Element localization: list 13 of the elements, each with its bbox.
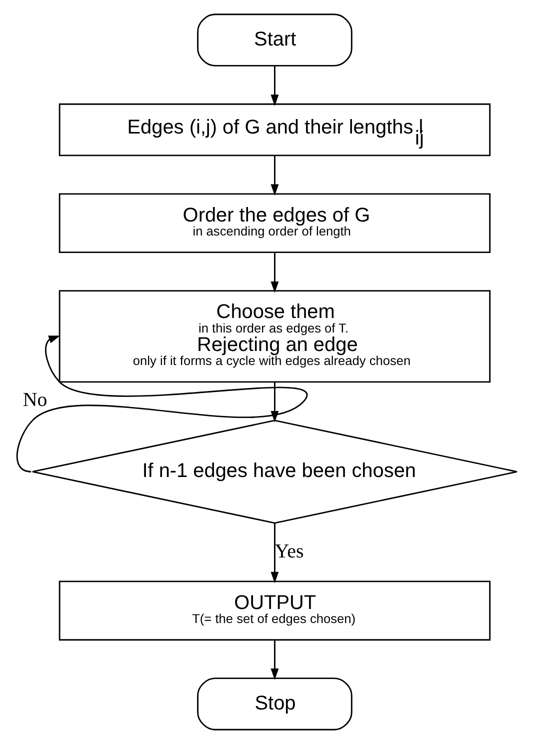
arrow	[16, 336, 306, 472]
edge-label: No	[22, 388, 47, 411]
node-diamond: If n-1 edges have been chosen	[31, 420, 518, 524]
node-box: Choose them in this order as edges of T. Rejecting an edge only if it forms a cycle with edges already chosen	[58, 290, 490, 383]
arrow	[270, 523, 278, 584]
node-box: Order the edges of G in ascending order of length	[58, 193, 490, 254]
arrow	[270, 252, 278, 293]
arrow	[270, 66, 278, 106]
node-box: Start	[196, 14, 352, 66]
arrow	[270, 155, 278, 196]
node-box: OUTPUT T(= the set of edges chosen)	[58, 580, 490, 641]
arrow	[270, 640, 278, 680]
node-box: Stop	[196, 678, 352, 730]
